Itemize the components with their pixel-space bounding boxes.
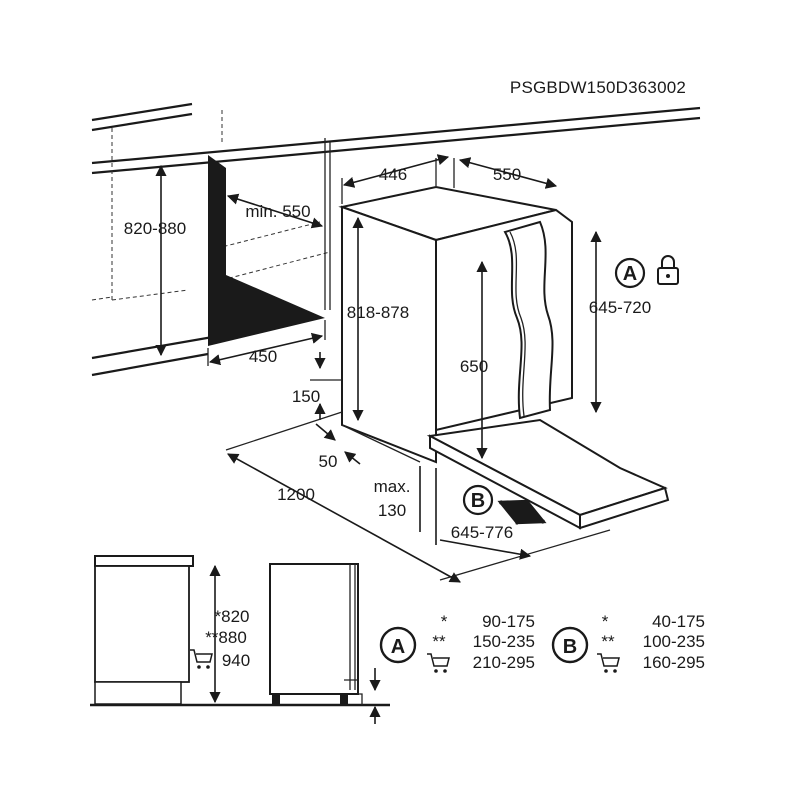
label-appliance-height: 818-878 bbox=[347, 303, 409, 322]
dim-heights: *820 **880 940 bbox=[205, 564, 250, 704]
table-b-value-2: 100-235 bbox=[643, 632, 705, 651]
table-b-value-1: 40-175 bbox=[652, 612, 705, 631]
dim-door-range-645-720: 645-720 bbox=[589, 230, 651, 414]
label-niche-height: 820-880 bbox=[124, 219, 186, 238]
table-a-value-2: 150-235 bbox=[473, 632, 535, 651]
marker-b-letter: B bbox=[471, 490, 485, 512]
label-depth-550: 550 bbox=[493, 165, 521, 184]
freestanding-unit bbox=[94, 555, 194, 705]
dim-niche-height: 820-880 bbox=[124, 164, 186, 357]
table-a-value-3: 210-295 bbox=[473, 653, 535, 672]
table-b: B * ** 40-175 100-235 160-295 bbox=[551, 612, 705, 672]
table-a-mark-1: * bbox=[441, 612, 448, 631]
dim-door-range-645-776: 645-776 bbox=[435, 468, 532, 560]
table-b-letter: B bbox=[563, 636, 577, 658]
marker-b: B bbox=[462, 484, 494, 516]
double-arrow-icon bbox=[497, 498, 547, 526]
label-max-value: 130 bbox=[378, 501, 406, 520]
label-door-range-645-720: 645-720 bbox=[589, 298, 651, 317]
marker-a-letter: A bbox=[623, 263, 637, 285]
dim-max-130: max. 130 bbox=[341, 424, 421, 532]
label-height-880: **880 bbox=[205, 628, 247, 647]
table-a: A * ** 90-175 150-235 210-295 bbox=[379, 612, 535, 672]
label-door-range-645-776: 645-776 bbox=[451, 523, 513, 542]
label-height-820: *820 bbox=[215, 607, 250, 626]
table-b-mark-2: ** bbox=[601, 632, 615, 651]
cart-icon-a bbox=[427, 653, 450, 673]
dim-depth-446: 446 bbox=[341, 154, 450, 204]
table-a-letter: A bbox=[391, 636, 405, 658]
dim-appliance-height: 818-878 bbox=[347, 216, 409, 422]
model-code: PSGBDW150D363002 bbox=[510, 78, 686, 97]
dim-150: 150 bbox=[292, 352, 342, 420]
cart-icon-height bbox=[190, 649, 213, 669]
label-width-1200: 1200 bbox=[277, 485, 315, 504]
dim-min-depth: min. 550 bbox=[226, 193, 324, 229]
dim-depth-550: 550 bbox=[453, 157, 558, 189]
label-width-450: 450 bbox=[249, 347, 277, 366]
label-height-940: 940 bbox=[222, 651, 250, 670]
cart-icon-b bbox=[597, 653, 620, 673]
label-dim-150: 150 bbox=[292, 387, 320, 406]
label-max: max. bbox=[374, 477, 411, 496]
dim-door-height-650: 650 bbox=[460, 260, 488, 460]
label-min-depth: min. 550 bbox=[245, 202, 310, 221]
label-dim-50: 50 bbox=[319, 452, 338, 471]
marker-a: A bbox=[614, 257, 646, 289]
dim-width-450: 450 bbox=[207, 320, 326, 366]
lock-icon bbox=[657, 255, 679, 285]
worktop bbox=[91, 102, 701, 301]
label-depth-446: 446 bbox=[379, 165, 407, 184]
table-a-value-1: 90-175 bbox=[482, 612, 535, 631]
cabinet-side-panel bbox=[208, 155, 325, 346]
dishwasher-door bbox=[426, 418, 670, 530]
table-b-mark-1: * bbox=[602, 612, 609, 631]
table-b-value-3: 160-295 bbox=[643, 653, 705, 672]
table-a-mark-2: ** bbox=[432, 632, 446, 651]
dim-width-1200: 1200 bbox=[225, 411, 611, 583]
label-door-height-650: 650 bbox=[460, 357, 488, 376]
built-in-unit bbox=[269, 563, 363, 705]
